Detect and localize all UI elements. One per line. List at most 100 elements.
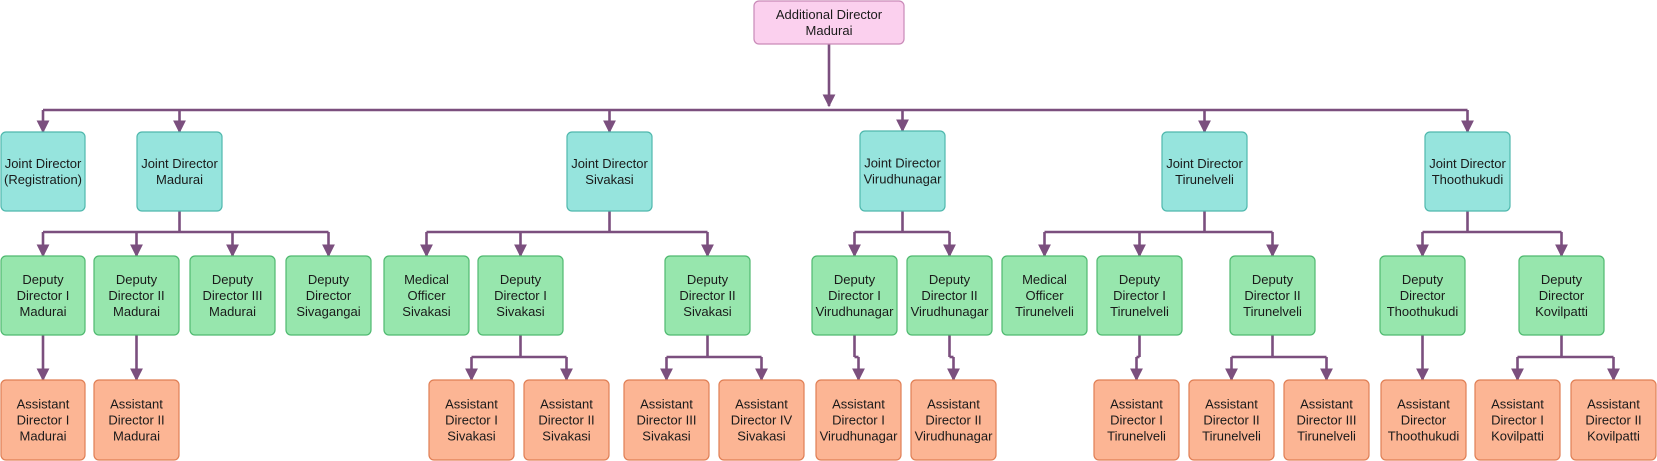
node-label-line: Assistant [832,397,885,412]
node-label-line: Deputy [116,272,158,287]
node-label-line: Joint Director [1166,156,1243,171]
node-box [1001,255,1088,336]
node-label-line: Director III [203,288,263,303]
node-label-line: Madurai [156,172,203,187]
node-label-line: Thoothukudi [1432,172,1504,187]
node-label-line: Joint Director [864,156,941,171]
node-label-line: Tirunelveli [1110,304,1169,319]
node-label-line: Madurai [113,429,160,444]
node-label-line: Director [306,288,352,303]
node-label-line: Director II [538,413,594,428]
node-label-line: Director II [1203,413,1259,428]
node-label-line: Director II [108,288,164,303]
node-label-line: Assistant [1205,397,1258,412]
node-box [1188,379,1275,461]
node-label-line: Deputy [1402,272,1444,287]
node-label-line: Assistant [110,397,163,412]
node-label-line: Deputy [834,272,876,287]
node-label-line: Assistant [445,397,498,412]
node-label-line: Deputy [687,272,729,287]
node-label-line: Director [1539,288,1585,303]
node-box [1424,131,1511,212]
node-box [1093,379,1180,461]
node-label-line: Virudhunagar [820,429,898,444]
node-label-line: Tirunelveli [1175,172,1234,187]
node-label-line: Joint Director [1429,156,1506,171]
node-label-line: Assistant [17,397,70,412]
node-label-line: Director I [17,413,70,428]
node-label-line: Assistant [1300,397,1353,412]
node-label-line: Assistant [1397,397,1450,412]
node-label-line: Tirunelveli [1015,304,1074,319]
node-label-line: Joint Director [141,156,218,171]
node-label-line: Officer [407,288,446,303]
node-label-line: Thoothukudi [1388,429,1460,444]
node-label-line: Deputy [1252,272,1294,287]
node-label-line: Tirunelveli [1297,429,1356,444]
node-label-line: Assistant [1491,397,1544,412]
node-box [523,379,610,461]
node-box [93,255,180,336]
node-label-line: Tirunelveli [1107,429,1166,444]
node-label-line: Sivakasi [737,429,786,444]
node-label-line: Virudhunagar [915,429,993,444]
node-label-line: Deputy [929,272,971,287]
node-label-line: Sivakasi [642,429,691,444]
node-box [0,255,86,336]
node-label-line: Assistant [1587,397,1640,412]
node-box [136,131,223,212]
node-label-line: Deputy [1541,272,1583,287]
node-label-line: Joint Director [571,156,648,171]
node-label-line: Deputy [22,272,64,287]
node-box [428,379,515,461]
node-label-line: Assistant [1110,397,1163,412]
node-label-line: Deputy [1119,272,1161,287]
node-label-line: Sivakasi [496,304,545,319]
node-label-line: Director II [1244,288,1300,303]
node-box [753,0,905,45]
node-box [93,379,180,461]
node-label-line: Sivakasi [542,429,591,444]
node-box [718,379,805,461]
node-label-line: Medical [404,272,449,287]
node-box [1570,379,1657,461]
node-label-line: Madurai [806,23,853,38]
node-box [0,379,86,461]
node-label-line: Assistant [640,397,693,412]
node-label-line: Madurai [113,304,160,319]
node-label-line: Tirunelveli [1243,304,1302,319]
node-box [1283,379,1370,461]
node-label-line: Sivakasi [683,304,732,319]
node-label-line: Director I [17,288,70,303]
node-label-line: Deputy [212,272,254,287]
node-label-line: Director IV [731,413,793,428]
node-box [859,130,946,212]
node-label-line: Tirunelveli [1202,429,1261,444]
node-box [285,255,372,336]
node-label-line: Director III [637,413,697,428]
node-label-line: Assistant [927,397,980,412]
